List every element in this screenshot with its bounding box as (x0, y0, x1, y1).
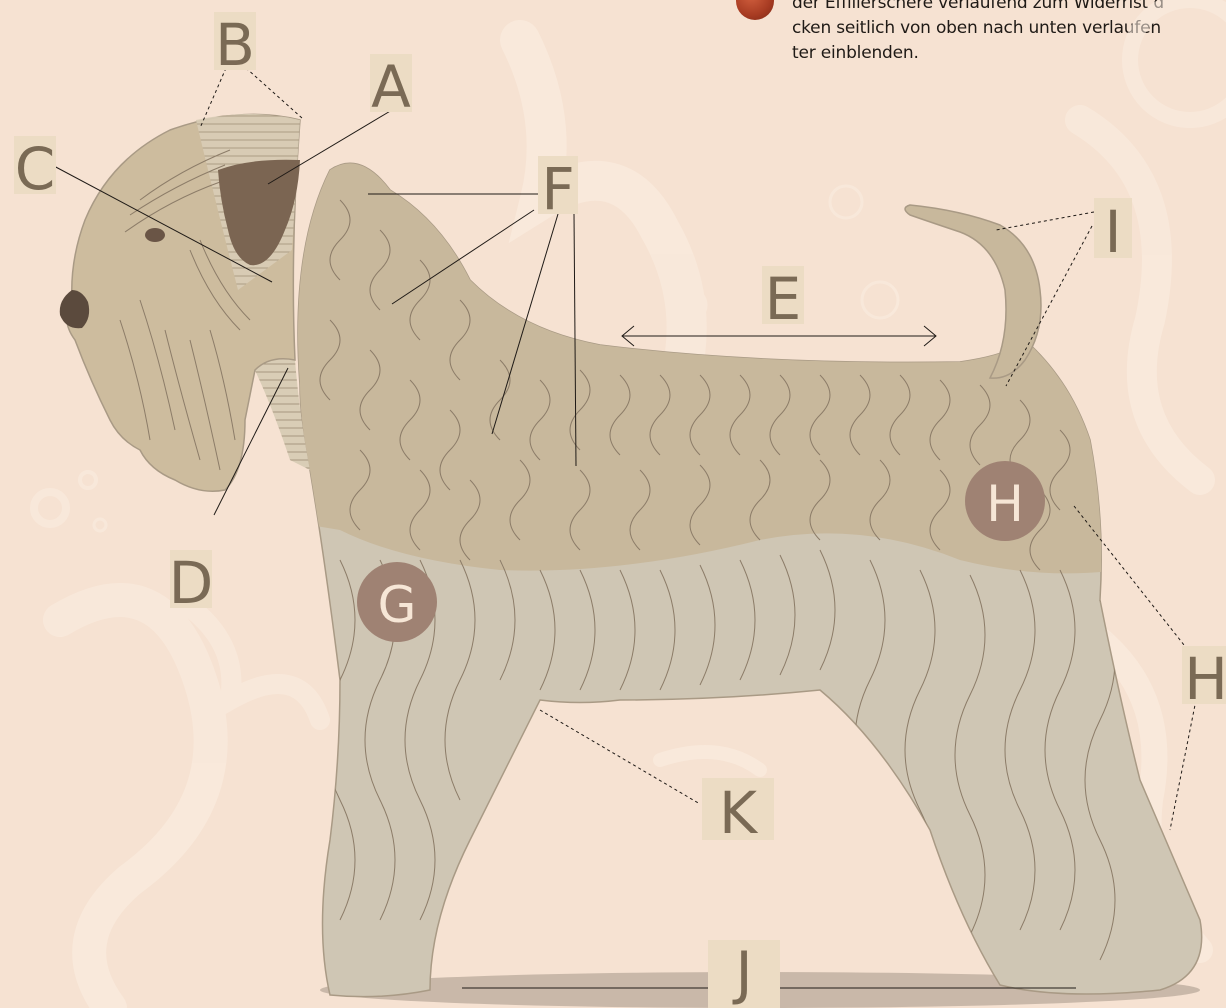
svg-text:K: K (719, 779, 759, 847)
label-e: E (762, 265, 804, 333)
tail (905, 205, 1041, 378)
svg-text:C: C (15, 135, 56, 203)
label-b: B (214, 11, 256, 79)
label-a: A (370, 53, 412, 121)
label-h-right: H (1182, 645, 1226, 713)
marker-g: G (357, 562, 437, 642)
svg-text:H: H (1184, 645, 1226, 713)
eye (145, 228, 165, 242)
label-c: C (14, 135, 56, 203)
svg-text:J: J (732, 939, 752, 1007)
marker-h-text: H (986, 475, 1024, 533)
svg-text:B: B (215, 11, 255, 79)
svg-text:E: E (765, 265, 802, 333)
svg-text:A: A (371, 53, 411, 121)
label-d: D (169, 549, 214, 617)
svg-text:I: I (1104, 198, 1121, 266)
marker-g-text: G (378, 576, 417, 634)
label-f: F (538, 155, 578, 223)
label-i: I (1094, 198, 1132, 266)
marker-h: H (965, 461, 1045, 541)
svg-text:D: D (169, 549, 214, 617)
label-k: K (702, 778, 774, 847)
label-j: J (708, 939, 780, 1008)
svg-text:F: F (541, 155, 574, 223)
